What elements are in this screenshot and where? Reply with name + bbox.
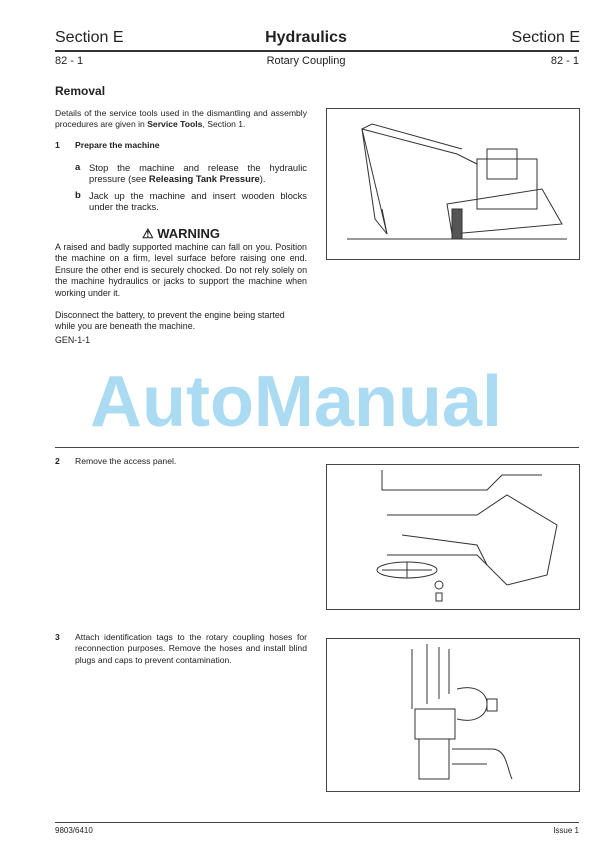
step1b-letter: b [75, 190, 81, 201]
warning-title: WARNING [157, 226, 221, 241]
step1a-text: Stop the machine and release the hydraul… [89, 162, 307, 185]
step1b-text: Jack up the machine and insert wooden bl… [89, 190, 307, 213]
header-rule [55, 50, 579, 52]
figure-access-panel [326, 464, 580, 610]
intro-text-end: , Section 1. [202, 119, 246, 130]
figure-rotary-coupling [326, 638, 580, 792]
step1-title: Prepare the machine [75, 140, 160, 150]
section-heading: Removal [55, 84, 106, 98]
step1a-letter: a [75, 162, 81, 173]
releasing-tank-pressure-ref: Releasing Tank Pressure [148, 173, 260, 185]
page-subtitle: Rotary Coupling [266, 55, 346, 67]
page-title: Hydraulics [265, 29, 347, 46]
section-label-right: Section E [511, 29, 580, 46]
watermark: AutoManual [90, 362, 502, 442]
footer-rule [55, 822, 579, 823]
figure-excavator-raised [326, 108, 580, 260]
warning-triangle-icon: ⚠ [141, 226, 154, 241]
step3-text: Attach identification tags to the rotary… [75, 632, 307, 665]
footer-doc-number: 9803/6410 [55, 826, 93, 835]
section-label-left: Section E [55, 29, 124, 46]
page-number-right: 82 - 1 [550, 55, 579, 67]
page-number-left: 82 - 1 [55, 55, 84, 67]
service-tools-ref: Service Tools [147, 119, 203, 130]
warning-code: GEN-1-1 [55, 335, 91, 345]
step3-number: 3 [55, 632, 60, 642]
step1-number: 1 [55, 140, 60, 150]
step1a-pre: Stop the machine and release the hydraul… [89, 162, 307, 185]
footer-issue: Issue 1 [553, 826, 579, 835]
step2-number: 2 [55, 456, 60, 466]
step-divider [55, 447, 579, 448]
intro-paragraph: Details of the service tools used in the… [55, 108, 307, 131]
step2-text: Remove the access panel. [75, 456, 177, 466]
warning-text: A raised and badly supported machine can… [55, 242, 307, 298]
warning-heading: ⚠ WARNING [55, 226, 307, 242]
step1a-post: ). [259, 173, 266, 185]
intro-text: Details of the service tools used in the… [55, 108, 307, 130]
warning-battery-text: Disconnect the battery, to prevent the e… [55, 310, 285, 332]
